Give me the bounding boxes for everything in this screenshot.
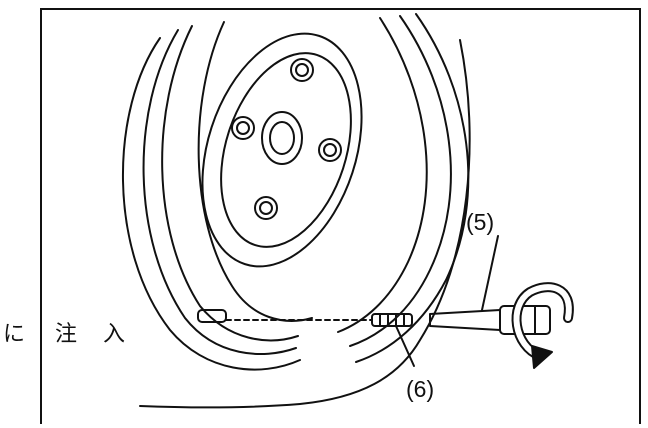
tire-outline	[121, 37, 301, 371]
wheel-hub-center	[269, 121, 295, 155]
lug-nut-top	[290, 58, 314, 82]
tire-tread	[349, 15, 452, 347]
lug-nut-bottom	[254, 196, 278, 220]
wheel-rim-inner	[220, 52, 352, 248]
valve-leader	[395, 325, 415, 367]
tire-sidewall-2	[161, 25, 299, 342]
lug-nut-left	[231, 116, 255, 140]
tire-tread-inner	[337, 17, 428, 333]
tool-callout: (5)	[466, 209, 495, 235]
lug-nut-right	[318, 138, 342, 162]
valve-core	[371, 313, 413, 327]
ground-line	[139, 39, 471, 409]
wheel-rim-outer	[201, 32, 363, 268]
tire-sidewall-1	[142, 29, 297, 355]
tool-leader	[481, 235, 499, 311]
side-char-1: に	[3, 322, 26, 347]
side-char-2: 注	[55, 322, 78, 347]
valve-tool	[429, 305, 551, 335]
valve-stem	[197, 309, 227, 323]
side-char-3: 入	[103, 322, 126, 347]
side-caption: に 注入	[3, 316, 125, 348]
valve-callout: (6)	[406, 376, 435, 402]
figure-frame	[40, 8, 641, 424]
tire-sidewall-3	[197, 21, 313, 322]
wheel-hub	[261, 111, 303, 165]
